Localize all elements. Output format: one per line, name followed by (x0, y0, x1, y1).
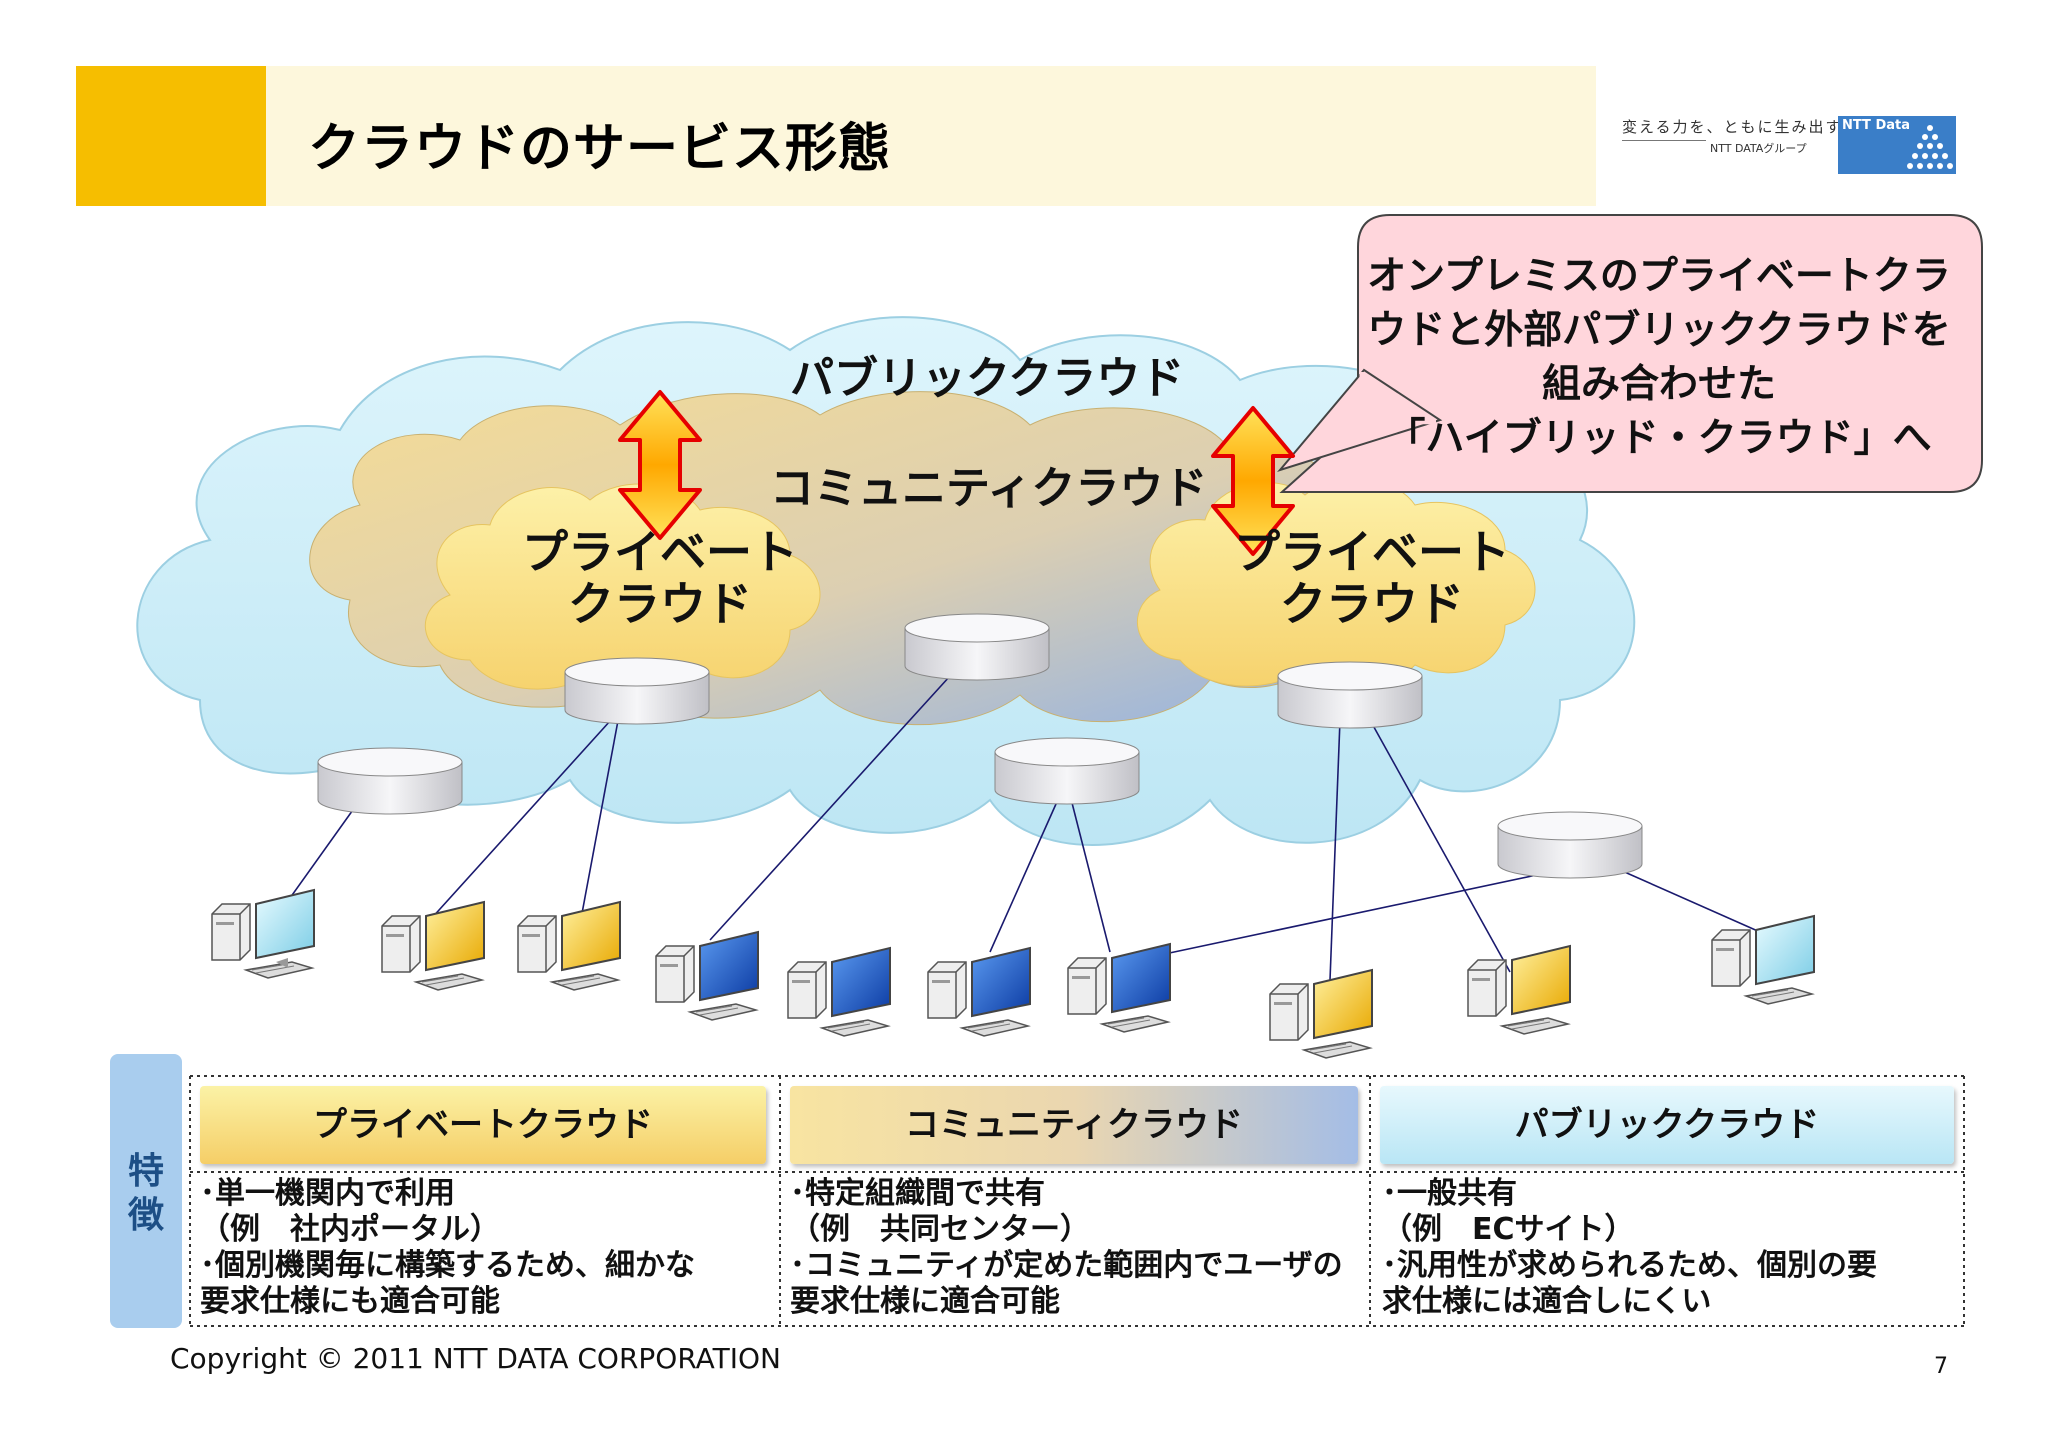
legend-header-community: コミュニティクラウド (790, 1086, 1358, 1164)
double-arrow-right (1211, 406, 1295, 556)
header-accent-bar (76, 66, 266, 206)
legend-body-private: ･単一機関内で利用 （例 社内ポータル） ･個別機関毎に構築するため、細かな 要… (200, 1176, 695, 1319)
pc-icon (1067, 942, 1171, 1033)
legend-body-public: ･一般共有 （例 ECサイト） ･汎用性が求められるため、個別の要 求仕様には適… (1382, 1176, 1877, 1319)
pc-icon (655, 930, 759, 1021)
server-icon (1277, 661, 1423, 729)
header-band (266, 66, 1596, 206)
ntt-data-logo-text: NTT Data (1842, 118, 1910, 133)
page-title: クラウドのサービス形態 (308, 119, 892, 179)
pc-icon (1269, 968, 1373, 1059)
public-cloud-label: パブリッククラウド (790, 353, 1185, 404)
ntt-data-logo (1838, 116, 1956, 174)
callout-line-1: オンプレミスのプライベートクラ (1367, 254, 1951, 299)
pc-icon (787, 946, 891, 1037)
page-number: 7 (1934, 1354, 1948, 1379)
server-icon (994, 737, 1140, 805)
callout-line-2: ウドと外部パブリッククラウドを (1367, 308, 1951, 353)
legend-header-public: パブリッククラウド (1380, 1086, 1954, 1164)
private-cloud-right-label: プライベート クラウド (1232, 526, 1512, 630)
private-cloud-left-label-line1: プライベート (522, 525, 798, 579)
legend-table-borders (189, 1075, 1965, 1327)
features-side-label: 特徴 (127, 1151, 164, 1236)
private-cloud-left-label: プライベート クラウド (520, 526, 800, 630)
brand-group: NTT DATAグループ (1710, 142, 1807, 155)
double-arrow-left (618, 390, 702, 540)
hybrid-cloud-callout: オンプレミスのプライベートクラ ウドと外部パブリッククラウドを 組み合わせた 「… (1354, 250, 1964, 466)
brand-divider (1622, 140, 1706, 141)
community-cloud-label: コミュニティクラウド (770, 463, 1208, 514)
server-icon (1497, 811, 1643, 879)
pc-icon (1711, 914, 1815, 1005)
features-side-tab (110, 1054, 182, 1328)
callout-line-3: 組み合わせた (1541, 362, 1776, 407)
server-icon (904, 613, 1050, 681)
pc-icon (927, 946, 1031, 1037)
pc-icon (517, 900, 621, 991)
private-cloud-left-label-line2: クラウド (568, 577, 752, 631)
pc-icon (381, 900, 485, 991)
private-cloud-right-label-line1: プライベート (1234, 525, 1510, 579)
legend-header-private: プライベートクラウド (200, 1086, 766, 1164)
copyright-text: Copyright © 2011 NTT DATA CORPORATION (170, 1342, 781, 1375)
server-icon (317, 747, 463, 815)
pc-icon (1467, 944, 1571, 1035)
server-cylinders (317, 613, 1643, 879)
callout-bubble (1279, 214, 1983, 493)
callout-line-4: 「ハイブリッド・クラウド」へ (1386, 416, 1932, 461)
legend-body-community: ･特定組織間で共有 （例 共同センター） ･コミュニティが定めた範囲内でユーザの… (790, 1176, 1343, 1319)
private-cloud-right-label-line2: クラウド (1280, 577, 1464, 631)
logo-dots-icon (1907, 125, 1953, 169)
server-icon (564, 657, 710, 725)
network-lines (279, 664, 1761, 981)
brand-tagline: 変える力を、ともに生み出す。 (1622, 118, 1859, 136)
pc-icon (211, 888, 315, 979)
